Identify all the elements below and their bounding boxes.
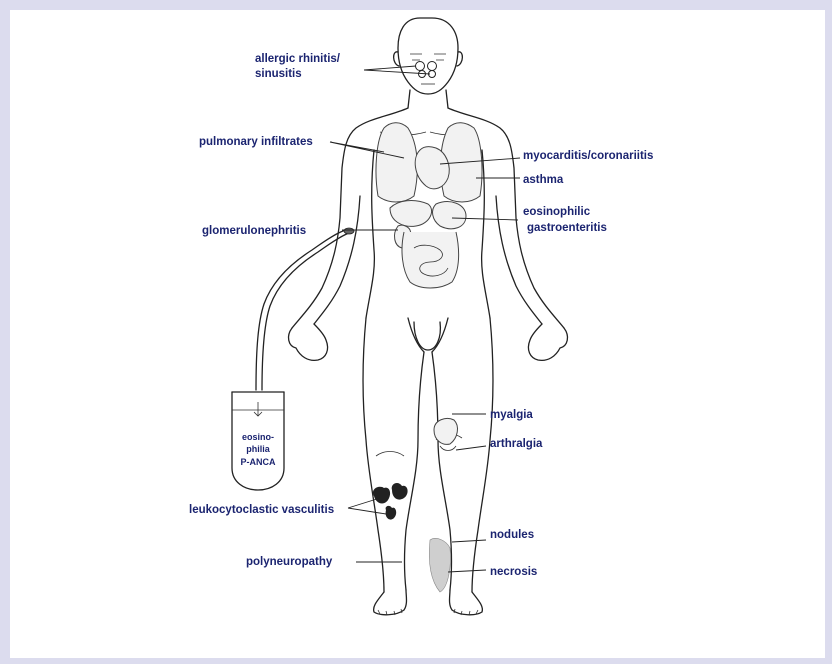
necrosis-area	[429, 538, 450, 592]
liver	[390, 201, 432, 227]
label-pulmonary-infiltrates: pulmonary infiltrates	[199, 136, 313, 148]
labels: allergic rhinitis/ sinusitis pulmonary i…	[189, 53, 653, 578]
label-myalgia: myalgia	[490, 409, 533, 421]
leader-lines	[330, 66, 520, 572]
tube-label-line1: eosino-	[242, 432, 274, 442]
vasculitis-lesions	[373, 483, 408, 520]
label-necrosis: necrosis	[490, 566, 537, 578]
tube-label-line2: philia	[246, 444, 270, 454]
stomach	[433, 202, 466, 229]
label-arthralgia: arthralgia	[490, 438, 543, 450]
label-asthma: asthma	[523, 174, 564, 186]
tube-label-line3: P-ANCA	[241, 457, 276, 467]
urine-catheter	[256, 228, 354, 390]
organs	[376, 123, 482, 288]
sinus-marks	[416, 62, 437, 78]
label-eosinophilic-line2: gastroenteritis	[527, 222, 607, 234]
label-allergic-rhinitis-line1: allergic rhinitis/	[255, 53, 341, 65]
human-figure	[289, 18, 568, 615]
label-nodules: nodules	[490, 529, 534, 541]
label-leukocytoclastic-vasculitis: leukocytoclastic vasculitis	[189, 504, 334, 516]
label-glomerulonephritis: glomerulonephritis	[202, 225, 306, 237]
label-allergic-rhinitis-line2: sinusitis	[255, 68, 302, 80]
label-polyneuropathy: polyneuropathy	[246, 556, 333, 568]
label-eosinophilic-line1: eosinophilic	[523, 206, 591, 218]
intestines	[402, 232, 459, 288]
label-myocarditis: myocarditis/coronariitis	[523, 150, 653, 162]
left-lung	[376, 123, 417, 202]
